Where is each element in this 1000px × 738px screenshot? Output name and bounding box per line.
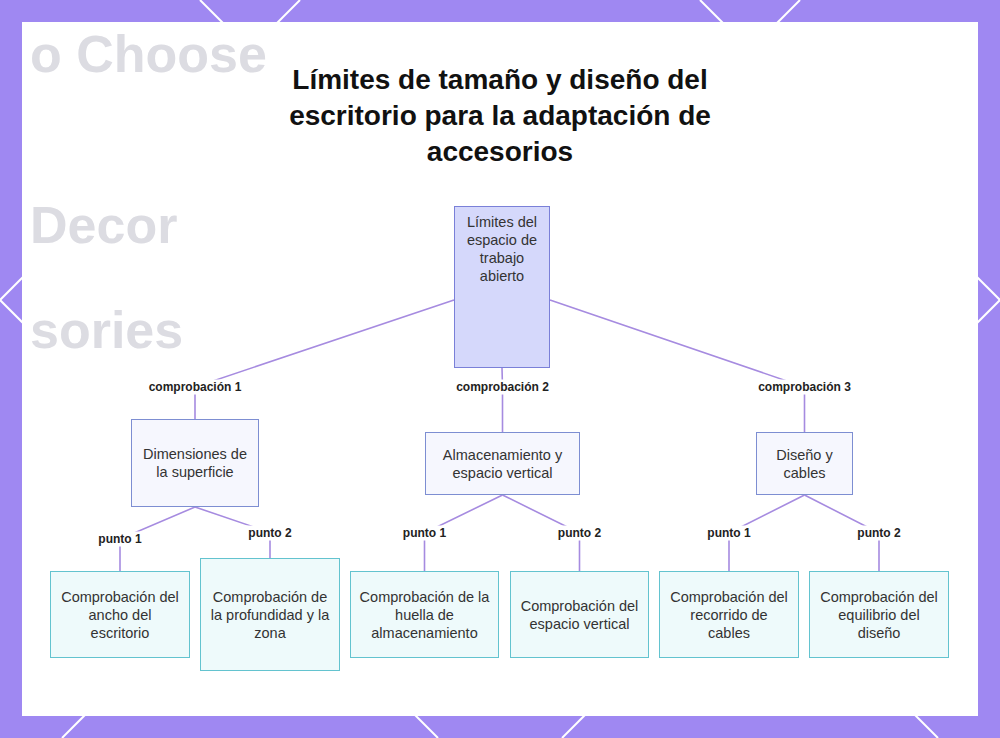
edge-label: comprobación 3: [755, 380, 854, 395]
node-text: Comprobación de la profundidad y la zona: [209, 588, 331, 642]
check-box: Comprobación del espacio vertical: [510, 571, 649, 658]
category-box: Dimensiones de la superficie: [131, 419, 259, 507]
node-text: Diseño y cables: [765, 446, 844, 482]
node-text: Comprobación del espacio vertical: [519, 597, 640, 633]
edge-label: punto 1: [400, 526, 449, 541]
node-text: Comprobación del recorrido de cables: [668, 588, 790, 642]
check-box: Comprobación del recorrido de cables: [659, 571, 799, 658]
check-box: Comprobación de la huella de almacenamie…: [350, 571, 499, 658]
connector-line: [501, 368, 503, 432]
category-box: Diseño y cables: [756, 432, 853, 495]
node-text: Comprobación del ancho del escritorio: [59, 588, 181, 642]
edge-label: punto 1: [704, 526, 753, 541]
connector-line: [550, 300, 805, 432]
connector-line: [195, 300, 454, 419]
edge-label: punto 2: [245, 525, 294, 540]
edge-label: punto 2: [555, 526, 604, 541]
watermark-text: sories: [30, 300, 183, 360]
edge-label: punto 2: [854, 526, 903, 541]
check-box: Comprobación del ancho del escritorio: [50, 571, 190, 658]
edge-label: comprobación 2: [453, 380, 552, 395]
diagram-title: Límites de tamaño y diseño del escritori…: [255, 62, 745, 170]
node-text: Almacenamiento y espacio vertical: [434, 446, 571, 482]
root-box: Límites del espacio de trabajo abierto: [454, 206, 550, 368]
check-box: Comprobación del equilibrio del diseño: [809, 571, 949, 658]
watermark-text: Decor: [30, 195, 177, 255]
node-text: Comprobación de la huella de almacenamie…: [359, 588, 490, 642]
edge-label: punto 1: [95, 532, 144, 547]
node-text: Comprobación del equilibrio del diseño: [818, 588, 940, 642]
node-text: Límites del espacio de trabajo abierto: [463, 213, 541, 285]
category-box: Almacenamiento y espacio vertical: [425, 432, 580, 495]
edge-label: comprobación 1: [146, 380, 245, 395]
watermark-text: o Choose: [30, 24, 267, 84]
check-box: Comprobación de la profundidad y la zona: [200, 558, 340, 671]
node-text: Dimensiones de la superficie: [140, 445, 250, 481]
